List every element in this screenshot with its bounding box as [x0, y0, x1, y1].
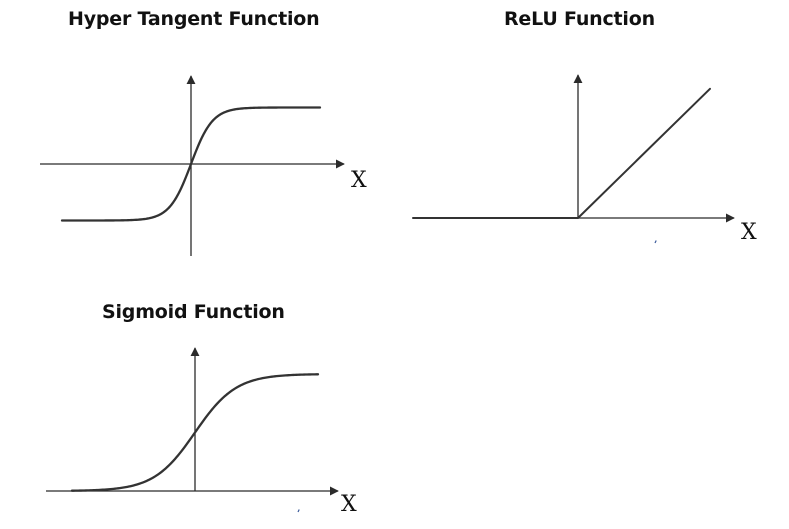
relu-stray-mark — [654, 240, 657, 244]
sigmoid-chart-title: Sigmoid Function — [102, 301, 285, 323]
sigmoid-curve — [70, 373, 320, 492]
tanh-curve — [60, 106, 322, 222]
tanh-chart-title: Hyper Tangent Function — [68, 8, 320, 30]
tanh-x-axis-label: X — [351, 168, 367, 193]
relu-chart-title: ReLU Function — [504, 8, 655, 30]
relu-curve — [412, 87, 711, 219]
relu-x-axis-label: X — [741, 220, 757, 245]
sigmoid-x-axis-label: X — [341, 492, 357, 517]
sigmoid-stray-mark — [297, 509, 300, 513]
